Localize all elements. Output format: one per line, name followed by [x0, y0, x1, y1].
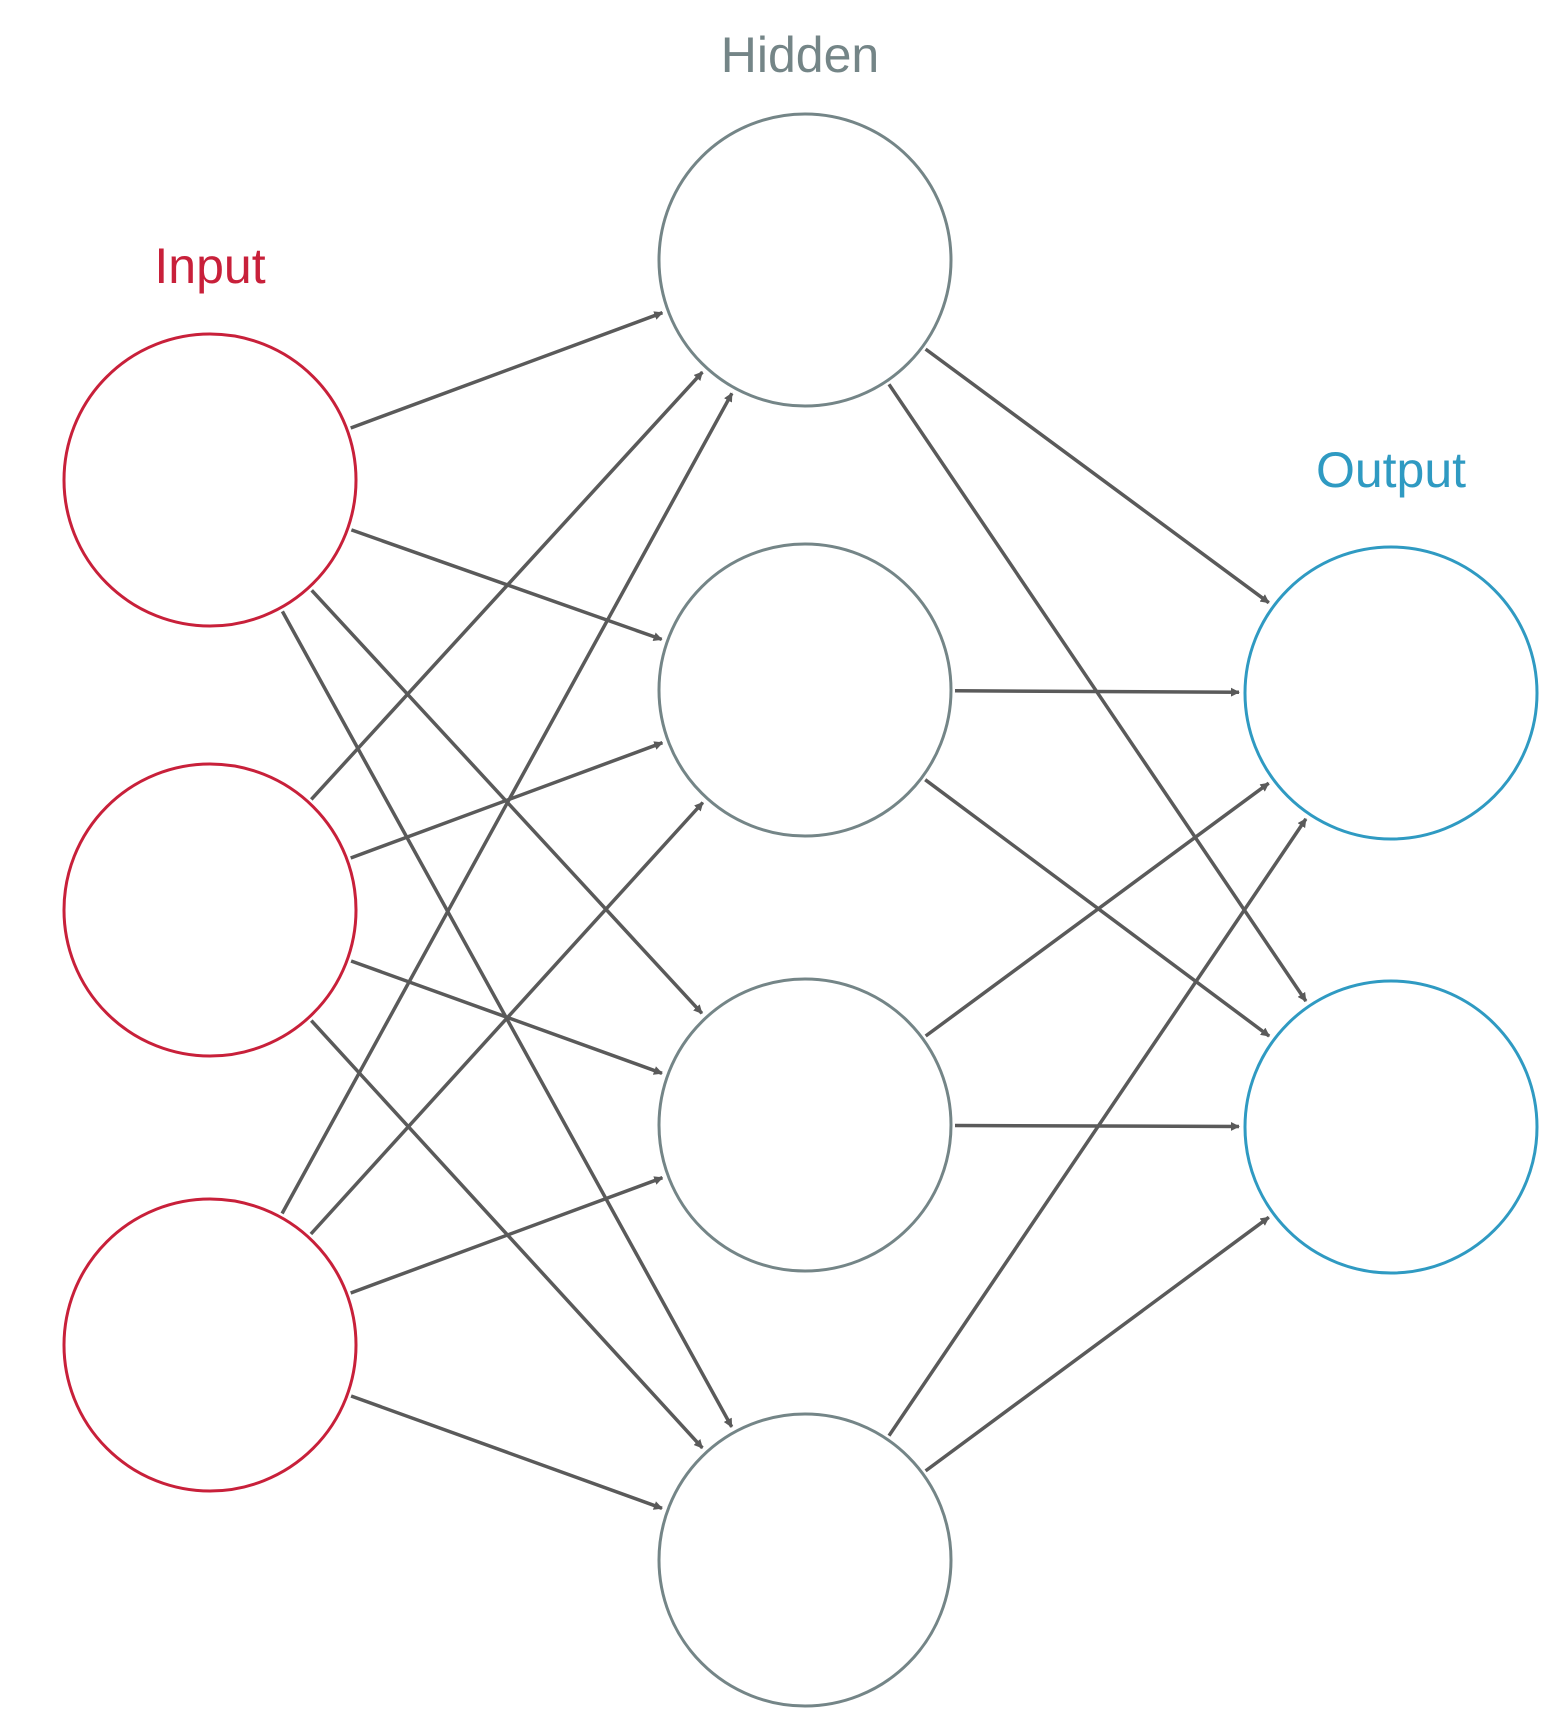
edge-hidden-4-to-output-1: [887, 817, 1308, 1437]
edge-input-3-to-hidden-3: [350, 1176, 664, 1295]
edge-input-3-to-hidden-2: [309, 801, 705, 1236]
input-node-1: [62, 332, 358, 628]
neuron-nodes: [62, 112, 1539, 1708]
edge-hidden-2-to-output-1: [954, 687, 1240, 697]
output-node-1: [1243, 545, 1539, 841]
connection-edges: [280, 311, 1308, 1510]
edge-hidden-4-to-output-2: [924, 1215, 1270, 1473]
hidden-node-4: [657, 1412, 953, 1708]
hidden-layer-label: Hidden: [721, 27, 879, 83]
edge-input-3-to-hidden-4: [350, 1394, 663, 1510]
output-node-2: [1243, 979, 1539, 1275]
edge-hidden-3-to-output-1: [924, 781, 1270, 1038]
edge-input-2-to-hidden-2: [350, 741, 664, 860]
edge-input-1-to-hidden-1: [350, 311, 664, 430]
input-layer-label: Input: [154, 238, 265, 294]
input-node-3: [62, 1197, 358, 1493]
edge-input-2-to-hidden-1: [310, 370, 704, 801]
output-layer-label: Output: [1316, 442, 1466, 498]
edge-hidden-1-to-output-1: [924, 347, 1270, 605]
hidden-node-1: [657, 112, 953, 408]
hidden-node-2: [657, 542, 953, 838]
hidden-node-3: [657, 977, 953, 1273]
edge-input-3-to-hidden-1: [280, 392, 734, 1215]
input-node-2: [62, 762, 358, 1058]
